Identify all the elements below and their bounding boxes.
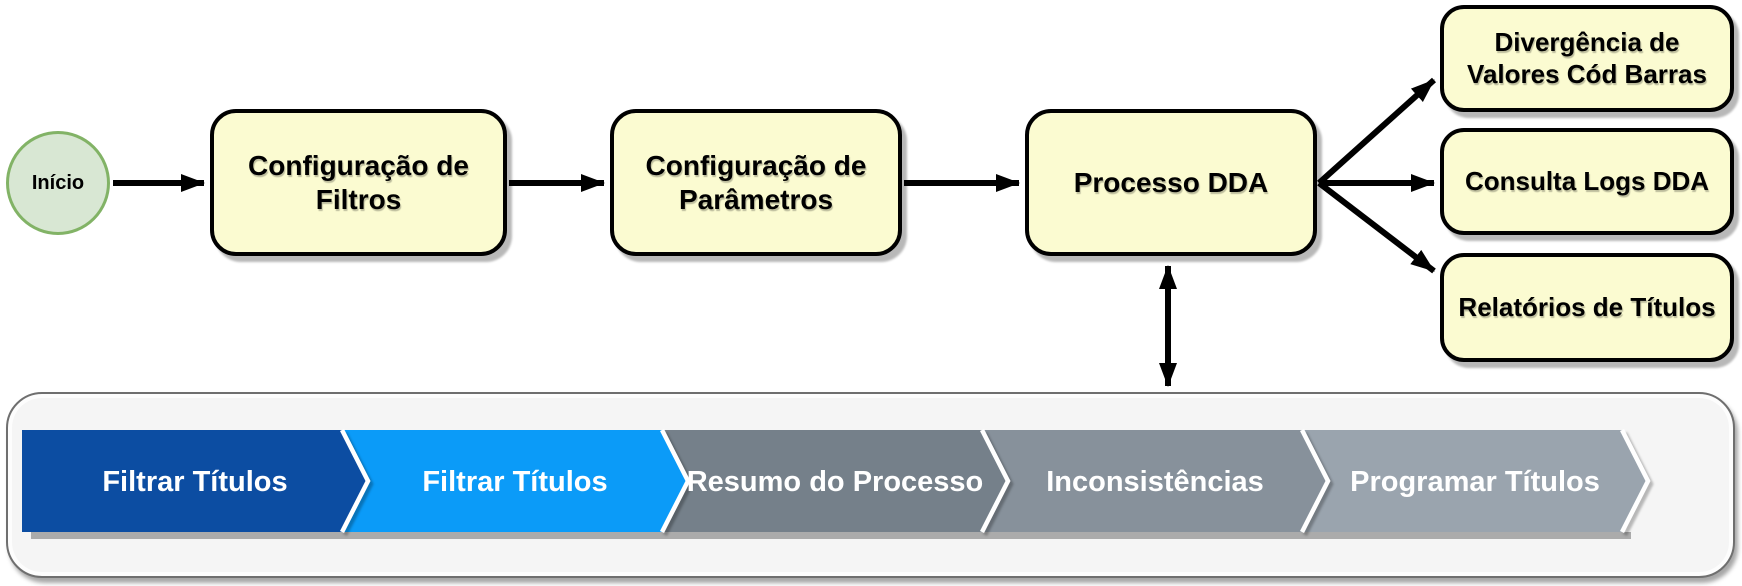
arrow-dda-to-divergencia (1316, 77, 1437, 186)
wizard-step-tips (339, 428, 1651, 534)
node-label: Divergência de Valores Cód Barras (1467, 27, 1707, 89)
node-label: Relatórios de Títulos (1458, 291, 1716, 322)
wizard-step-2-shape (342, 430, 663, 532)
wizard-step-4-shadow (991, 532, 1311, 539)
wizard-step-1-shadow (31, 532, 351, 539)
wizard-step-2-arrow-tip (659, 428, 691, 534)
node-relatorios-de-titulos: Relatórios de Títulos (1440, 253, 1734, 362)
start-node-label: Início (31, 171, 85, 194)
wizard-step-5-shadow (1311, 532, 1631, 539)
wizard-step-4-arrow-tip (1299, 428, 1331, 534)
wizard-step-shapes (22, 430, 1622, 532)
node-consulta-logs-dda: Consulta Logs DDA (1440, 128, 1734, 235)
wizard-step-3-label: Resumo do Processo (687, 466, 984, 498)
wizard-step-2-label: Filtrar Títulos (422, 466, 607, 498)
wizard-step-1-shape (22, 430, 343, 532)
wizard-step-1-label: Filtrar Títulos (102, 466, 287, 498)
node-divergencia-valores-cod-barras: Divergência de Valores Cód Barras (1440, 5, 1734, 112)
node-label: Configuração de Parâmetros (645, 149, 867, 215)
node-label: Configuração de Filtros (248, 149, 469, 215)
wizard-step-4-label: Inconsistências (1046, 466, 1264, 498)
wizard-step-5-arrow-tip (1619, 428, 1651, 534)
wizard-step-5-label: Programar Títulos (1350, 466, 1600, 498)
flow-arrows (113, 77, 1437, 387)
start-node: Início (6, 131, 110, 235)
wizard-step-labels: Filtrar Títulos Filtrar Títulos Resumo d… (102, 466, 1600, 498)
wizard-step-2-shadow (351, 532, 671, 539)
node-configuracao-de-filtros: Configuração de Filtros (210, 109, 507, 256)
wizard-step-3-shadow (671, 532, 991, 539)
arrow-dda-to-relatorios (1317, 180, 1436, 274)
wizard-step-shadows (31, 532, 1631, 539)
wizard-step-5-shape (1302, 430, 1622, 532)
wizard-step-4-shape (982, 430, 1303, 532)
wizard-step-1-arrow-tip (339, 428, 371, 534)
wizard-step-3-shape (662, 430, 983, 532)
node-processo-dda: Processo DDA (1025, 109, 1317, 256)
node-configuracao-de-parametros: Configuração de Parâmetros (610, 109, 902, 256)
wizard-step-3-arrow-tip (979, 428, 1011, 534)
node-label: Consulta Logs DDA (1464, 165, 1710, 196)
node-label: Processo DDA (1073, 166, 1269, 198)
